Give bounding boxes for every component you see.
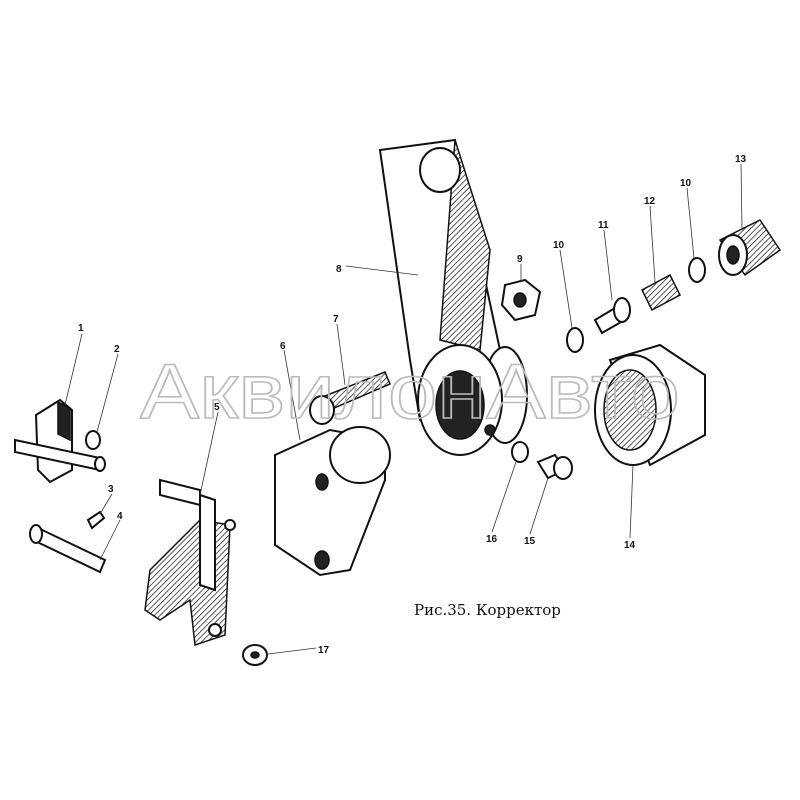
label-10b: 10 <box>680 178 692 189</box>
part-4-pin <box>29 524 107 574</box>
label-3: 3 <box>108 484 114 495</box>
part-7-bolt <box>309 371 391 425</box>
label-4: 4 <box>117 511 123 522</box>
watermark: АквилонАвто <box>140 347 680 435</box>
label-12: 12 <box>644 196 656 207</box>
label-14: 14 <box>624 540 636 551</box>
label-15: 15 <box>524 536 536 547</box>
label-13: 13 <box>735 154 747 165</box>
part-10-washer <box>566 327 584 353</box>
part-16-ring <box>511 441 529 463</box>
part-6-bracket <box>274 426 391 577</box>
label-16: 16 <box>486 534 498 545</box>
label-5: 5 <box>214 402 220 413</box>
label-2: 2 <box>114 344 120 355</box>
part-11-screw <box>593 297 631 335</box>
label-8: 8 <box>336 264 342 275</box>
label-6: 6 <box>280 341 286 352</box>
part-5-lever <box>144 478 236 647</box>
part-1-fork <box>14 398 106 484</box>
part-14-housing <box>594 343 706 467</box>
label-7: 7 <box>333 314 339 325</box>
part-2-ring <box>85 430 101 450</box>
label-1: 1 <box>78 323 84 334</box>
leader-lines <box>64 163 743 655</box>
part-9-nut <box>500 278 542 322</box>
figure-caption: Рис.35. Корректор <box>414 601 561 619</box>
label-11: 11 <box>598 220 609 231</box>
label-9: 9 <box>517 254 523 265</box>
part-13-plug <box>718 219 782 277</box>
label-17: 17 <box>318 645 330 656</box>
label-10: 10 <box>553 240 565 251</box>
part-3-cotter-pin <box>86 510 106 530</box>
part-10-washer-2 <box>688 257 706 283</box>
part-12-spring <box>641 273 681 312</box>
part-15-screw <box>536 453 573 480</box>
part-8-arm <box>378 138 528 456</box>
